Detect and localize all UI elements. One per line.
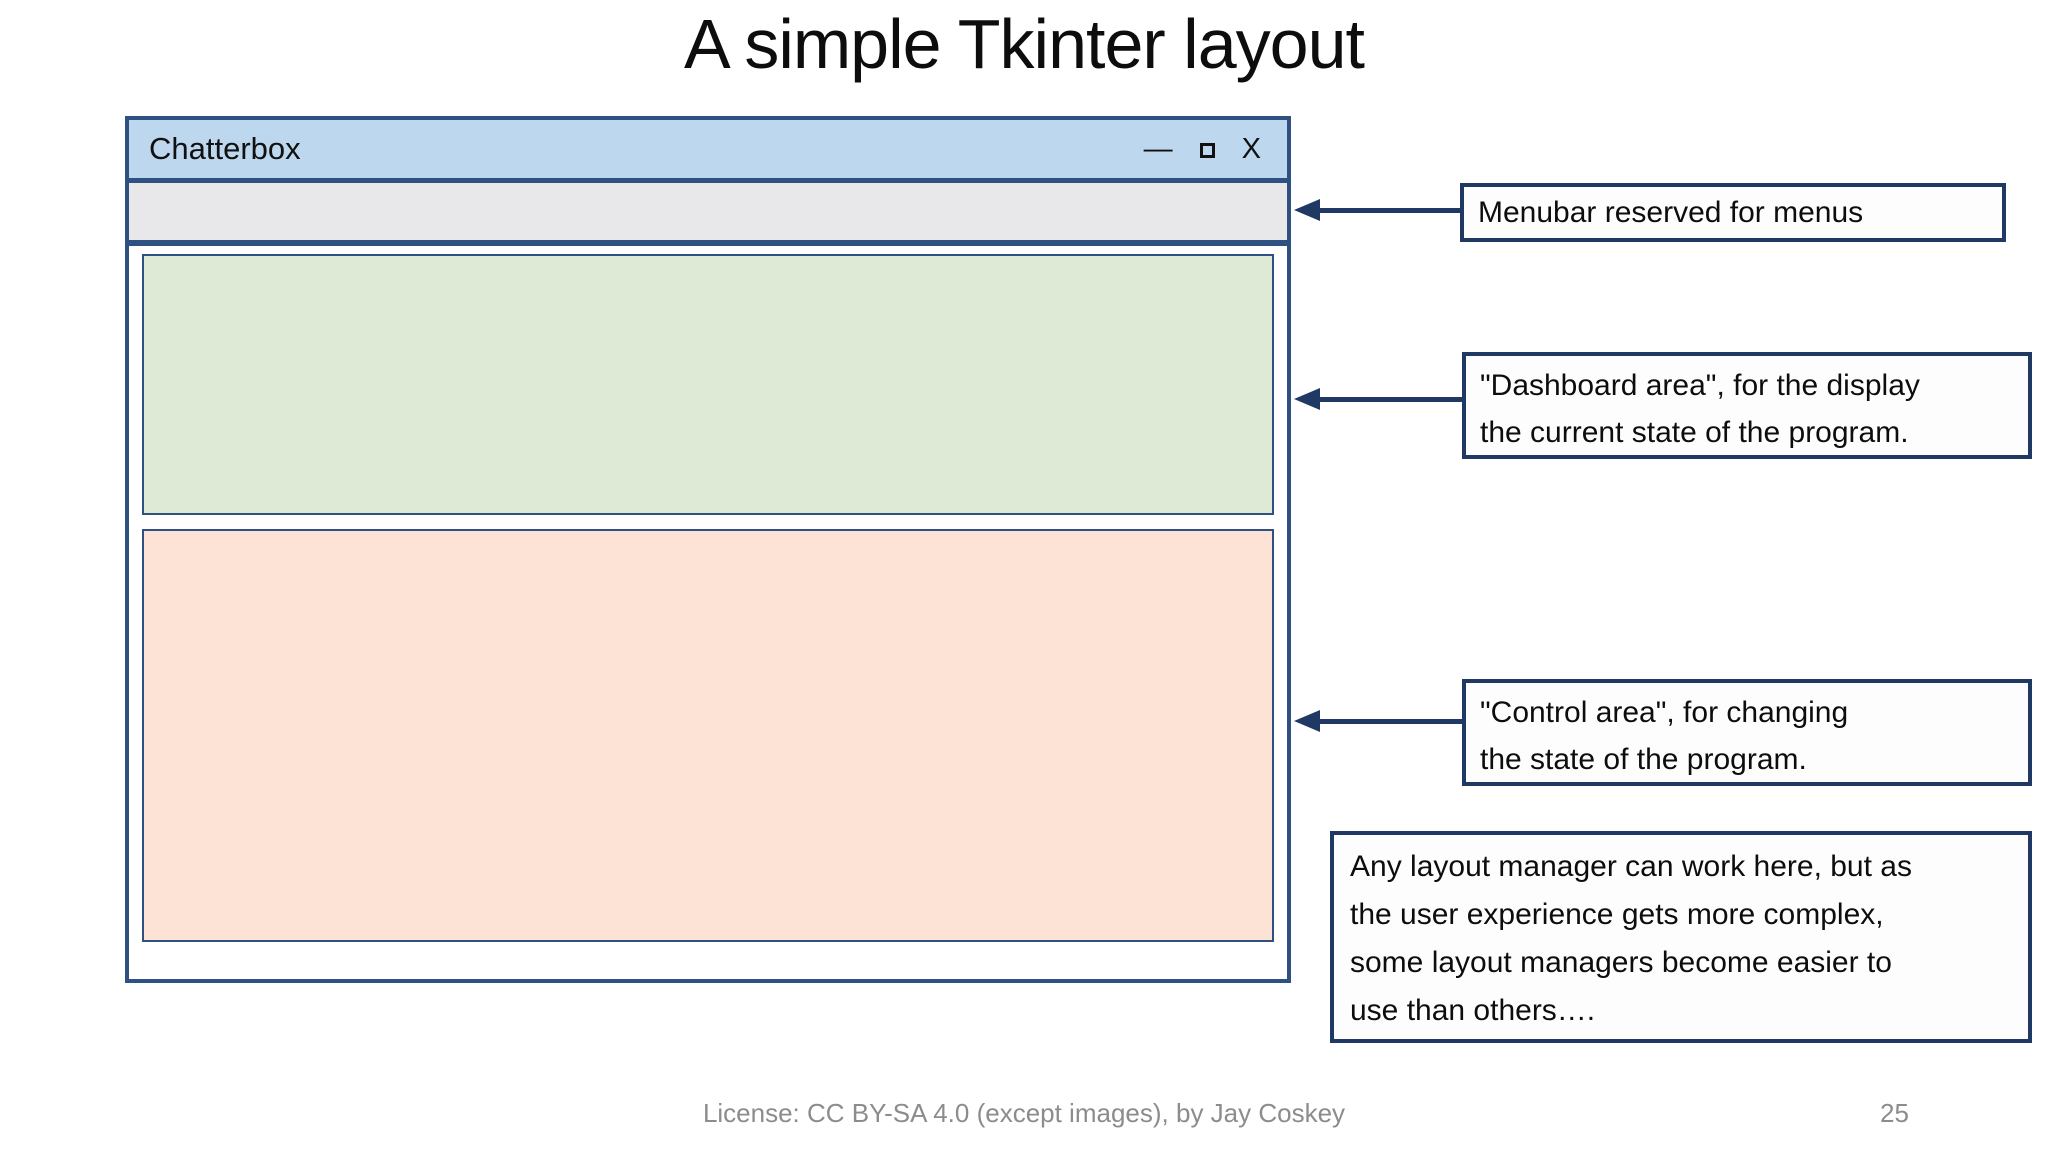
arrow-left-icon-menubar — [1294, 199, 1460, 221]
callout-dashboard-line1: "Dashboard area", for the display — [1480, 369, 1920, 402]
window-title: Chatterbox — [149, 131, 301, 166]
arrow-left-icon-dashboard — [1294, 388, 1462, 410]
close-button[interactable]: X — [1241, 132, 1261, 165]
maximize-icon — [1199, 142, 1215, 158]
control-area — [142, 529, 1274, 942]
callout-note-line2: the user experience gets more complex, — [1350, 898, 1884, 931]
callout-menubar-text: Menubar reserved for menus — [1478, 195, 1864, 229]
dashboard-area — [142, 254, 1274, 515]
menubar[interactable] — [129, 183, 1287, 246]
window-titlebar: Chatterbox — X — [129, 120, 1287, 183]
callout-control: "Control area", for changing the state o… — [1462, 679, 2032, 786]
callout-note-line1: Any layout manager can work here, but as — [1350, 850, 1912, 883]
minimize-button[interactable]: — — [1143, 132, 1173, 165]
page-title: A simple Tkinter layout — [684, 5, 1365, 83]
maximize-button[interactable] — [1199, 135, 1215, 164]
callout-control-line2: the state of the program. — [1480, 743, 1807, 776]
chatterbox-window: Chatterbox — X — [125, 116, 1291, 983]
callout-note-line4: use than others…. — [1350, 994, 1596, 1027]
callout-dashboard-line2: the current state of the program. — [1480, 416, 1909, 449]
arrow-left-icon-control — [1294, 710, 1462, 732]
page-number: 25 — [1880, 1098, 1909, 1128]
callout-layout-note: Any layout manager can work here, but as… — [1330, 831, 2032, 1043]
callout-control-line1: "Control area", for changing — [1480, 696, 1849, 729]
callout-dashboard: "Dashboard area", for the display the cu… — [1462, 352, 2032, 459]
callout-note-line3: some layout managers become easier to — [1350, 946, 1892, 979]
window-content — [129, 246, 1287, 979]
license-text: License: CC BY-SA 4.0 (except images), b… — [702, 1098, 1346, 1128]
callout-menubar: Menubar reserved for menus — [1460, 183, 2006, 242]
window-controls: — X — [1143, 132, 1261, 165]
